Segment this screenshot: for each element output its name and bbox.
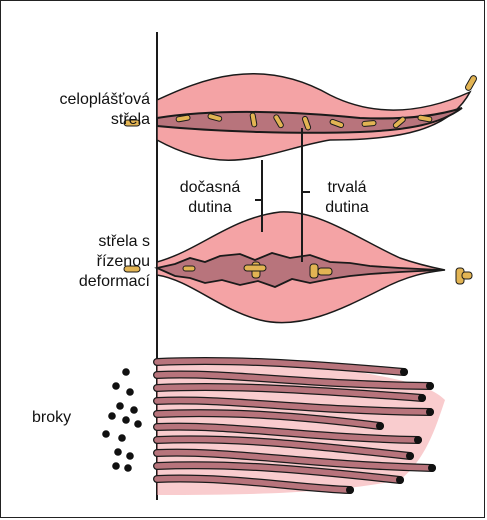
- temporary-cavity-label: dočasná dutina: [170, 178, 250, 218]
- shot-channel-pellet: [426, 408, 434, 416]
- shot-channel-pellet: [396, 476, 404, 484]
- shot-pellet: [118, 434, 126, 442]
- shot-pellet: [112, 382, 120, 390]
- shot-channel-pellet: [376, 422, 384, 430]
- shot-pellet: [124, 464, 132, 472]
- shot-pellet: [122, 368, 130, 376]
- permanent-cavity-label-line-2: dutina: [312, 198, 382, 218]
- expanding-exit-bullet: [456, 268, 472, 284]
- fmj-label: celoplášťová střela: [20, 90, 150, 130]
- shot-pellet: [126, 452, 134, 460]
- shot-channel-pellet: [346, 486, 354, 494]
- expanding-fragment: [183, 266, 195, 271]
- shot-channel-pellet: [400, 368, 408, 376]
- shot-channel-pellet: [418, 394, 426, 402]
- shot-label: broky: [32, 408, 71, 428]
- temporary-cavity-label-line-2: dutina: [170, 198, 250, 218]
- expanding-label-line-2: řízenou: [20, 252, 150, 272]
- shot-track: [102, 358, 445, 495]
- temporary-cavity-label-line-1: dočasná: [170, 178, 250, 198]
- expanding-label-line-1: střela s: [20, 232, 150, 252]
- shot-channel-pellet: [426, 382, 434, 390]
- expanding-label-line-3: deformací: [20, 272, 150, 292]
- fmj-track: [124, 74, 478, 161]
- fmj-label-line-2: střela: [20, 110, 150, 130]
- shot-pellet: [114, 448, 122, 456]
- shot-channel-pellet: [406, 452, 414, 460]
- shot-channel-pellet: [414, 436, 422, 444]
- fmj-exit-bullet: [464, 75, 477, 92]
- expanding-track: [124, 212, 472, 323]
- permanent-cavity-label-line-1: trvalá: [312, 178, 382, 198]
- shot-channel-pellet: [428, 464, 436, 472]
- shot-pellet: [134, 420, 142, 428]
- permanent-cavity-label: trvalá dutina: [312, 178, 382, 218]
- expanding-label: střela s řízenou deformací: [20, 232, 150, 292]
- shot-pellet: [126, 388, 134, 396]
- shot-pellet: [112, 462, 120, 470]
- fmj-label-line-1: celoplášťová: [20, 90, 150, 110]
- shot-pellet: [116, 402, 124, 410]
- shot-pellet: [130, 406, 138, 414]
- shot-pellet: [102, 430, 110, 438]
- shot-pellet: [122, 416, 130, 424]
- shot-pellet: [108, 412, 116, 420]
- shot-pellets: [102, 368, 142, 472]
